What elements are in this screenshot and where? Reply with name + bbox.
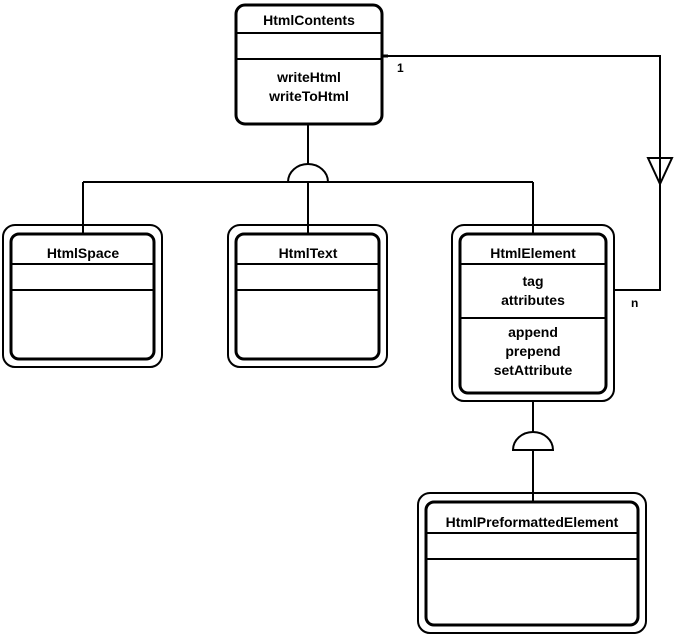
operation-prepend: prepend (505, 343, 560, 359)
generalization-contents (82, 124, 534, 234)
operation-set-attribute: setAttribute (494, 362, 573, 378)
multiplicity-contents: 1 (397, 61, 404, 75)
class-name-html-preformatted-element: HtmlPreformattedElement (446, 514, 619, 530)
multiplicity-element: n (631, 296, 638, 310)
operation-write-html: writeHtml (276, 69, 341, 85)
association-contents-element (382, 54, 674, 291)
class-name-html-contents: HtmlContents (263, 12, 355, 28)
class-name-html-element: HtmlElement (490, 245, 576, 261)
class-name-html-text: HtmlText (279, 245, 338, 261)
class-name-html-space: HtmlSpace (47, 245, 120, 261)
generalization-element (511, 401, 555, 502)
attribute-attributes: attributes (501, 292, 565, 308)
operation-append: append (508, 324, 558, 340)
class-html-preformatted-element[interactable]: HtmlPreformattedElement (417, 492, 647, 634)
attribute-tag: tag (523, 273, 544, 289)
operation-write-to-html: writeToHtml (268, 88, 349, 104)
class-html-contents[interactable]: HtmlContents writeHtml writeToHtml (234, 3, 384, 126)
class-html-element[interactable]: HtmlElement tag attributes append prepen… (451, 224, 615, 402)
class-html-space[interactable]: HtmlSpace (2, 224, 163, 368)
class-html-text[interactable]: HtmlText (227, 224, 388, 368)
